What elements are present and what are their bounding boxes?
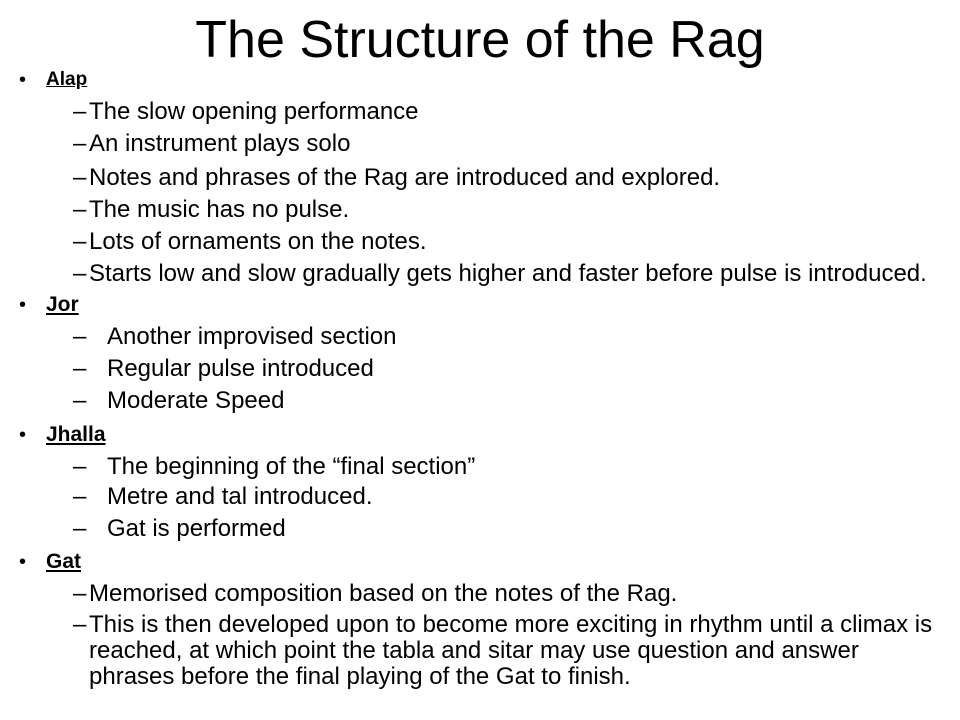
list-item-text: Metre and tal introduced. [107,483,373,510]
list-item: – Lots of ornaments on the notes. [0,226,960,258]
section-heading-jor: Jor [46,293,79,316]
section-heading-row-gat: • Gat [0,546,960,578]
dash-marker: – [73,98,87,125]
list-item-line: This is then developed upon to become mo… [89,611,933,638]
list-item-text: The music has no pulse. [89,196,350,223]
list-item-text: Moderate Speed [107,387,285,414]
list-item-text: Memorised composition based on the notes… [89,580,678,607]
list-item: – Moderate Speed [0,385,960,417]
section-heading-row-alap: • Alap [0,64,960,96]
list-item: – Regular pulse introduced [0,353,960,385]
list-item-text: An instrument plays solo [89,130,351,157]
section-heading-row-jhalla: • Jhalla [0,419,960,451]
list-item-text: The slow opening performance [89,98,419,125]
list-item: – Starts low and slow gradually gets hig… [0,258,960,290]
list-item-line: phrases before the final playing of the … [89,663,631,690]
bullet-marker: • [19,424,27,446]
list-item: – Another improvised section [0,321,960,353]
dash-marker: – [73,515,87,542]
dash-marker: – [73,483,87,510]
list-item-text: Notes and phrases of the Rag are introdu… [89,164,721,191]
bullet-marker: • [19,69,27,91]
section-heading-alap: Alap [46,69,88,90]
dash-marker: – [73,453,87,480]
list-item-text: The beginning of the “final section” [107,453,476,480]
list-item: – Gat is performed [0,513,960,545]
list-item-line: reached, at which point the tabla and si… [89,637,859,664]
list-item: – Memorised composition based on the not… [0,578,960,610]
section-heading-row-jor: • Jor [0,289,960,321]
list-item-text: Regular pulse introduced [107,355,374,382]
list-item: – Metre and tal introduced. [0,481,960,513]
section-heading-gat: Gat [46,550,82,573]
list-item: – Notes and phrases of the Rag are intro… [0,162,960,194]
list-item-text: Another improvised section [107,323,397,350]
dash-marker: – [73,323,87,350]
slide-title: The Structure of the Rag [195,11,765,69]
list-item-text: This is then developed upon to become mo… [89,612,932,690]
list-item-text: Gat is performed [107,515,286,542]
dash-marker: – [73,228,87,255]
dash-marker: – [73,164,87,191]
list-item-text: Lots of ornaments on the notes. [89,228,427,255]
dash-marker: – [73,580,87,607]
list-item-text: Starts low and slow gradually gets highe… [89,260,927,287]
list-item: – The music has no pulse. [0,194,960,226]
dash-marker: – [73,196,87,223]
list-item: – An instrument plays solo [0,128,960,160]
list-item: – The slow opening performance [0,96,960,128]
list-item: – The beginning of the “final section” [0,451,960,483]
list-item: – This is then developed upon to become … [0,612,960,690]
bullet-marker: • [19,551,27,573]
bullet-marker: • [19,294,27,316]
section-heading-jhalla: Jhalla [46,423,106,446]
dash-marker: – [73,130,87,157]
dash-marker: – [73,355,87,382]
dash-marker: – [73,260,87,287]
dash-marker: – [73,611,87,638]
dash-marker: – [73,387,87,414]
